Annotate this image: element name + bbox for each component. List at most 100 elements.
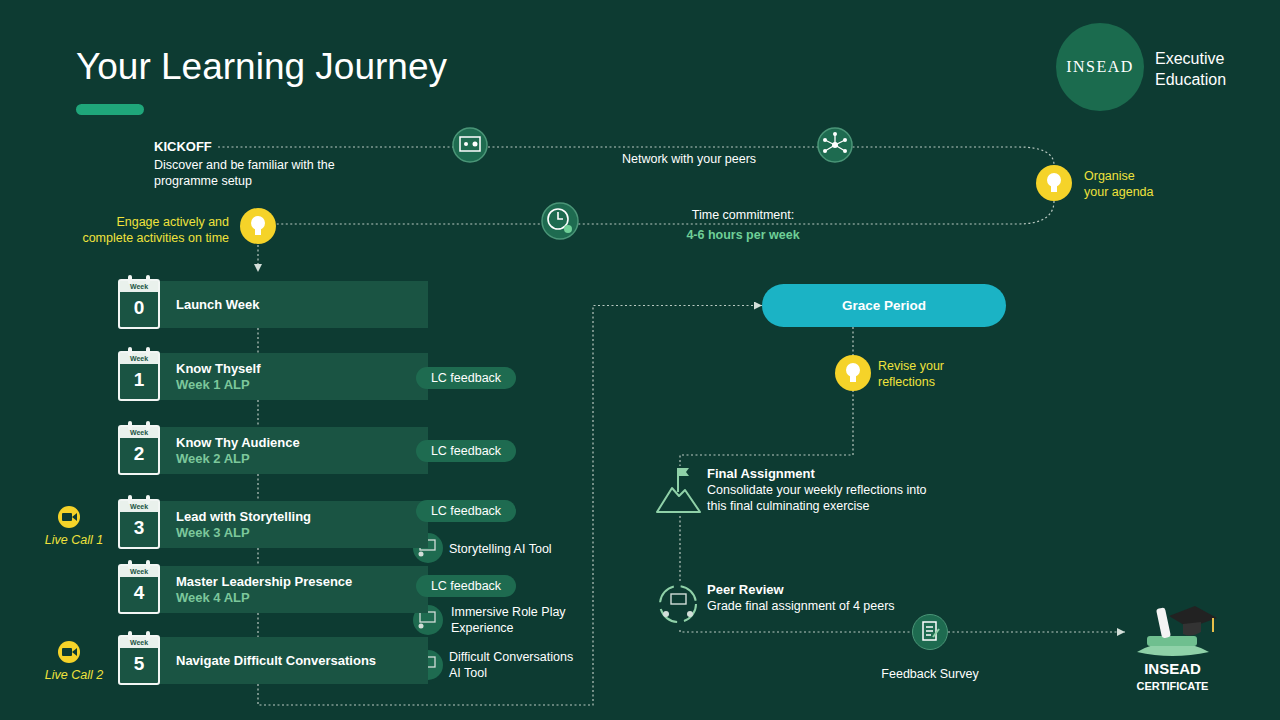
feedback-pill: LC feedback [416,440,516,462]
cycle-ring [660,586,696,622]
flag [678,468,689,476]
tassel [1212,618,1214,632]
week-number: 2 [120,438,158,469]
week-title: Know Thyself [176,361,424,377]
book [1147,636,1197,646]
journey-path [276,201,1054,224]
calendar-ring [128,495,132,504]
week-text: Launch Week [176,281,424,328]
title-underline [76,104,144,115]
task-text: Final AssignmentConsolidate your weekly … [707,466,939,514]
task-step: Peer ReviewGrade final assignment of 4 p… [654,582,914,630]
grad-cap [1183,622,1201,636]
clock-icon [548,209,568,229]
week-band: Know ThyselfWeek 1 ALP Week1 [118,353,428,400]
brand-text: Executive Education [1155,48,1250,90]
feedback-pill: LC feedback [416,500,516,522]
clipboard-lines [926,627,933,635]
certificate-brand: INSEAD [1125,660,1220,678]
calendar-ring [146,560,150,569]
task-body: Grade final assignment of 4 peers [707,598,939,614]
logo-text: INSEAD [1066,58,1134,76]
week-calendar: Week5 [118,635,160,685]
week-code: Week 1 ALP [176,377,424,393]
calendar-ring [128,347,132,356]
week-number: 1 [120,364,158,395]
week-title: Navigate Difficult Conversations [176,653,424,669]
pill-text: LC feedback [431,444,501,458]
certificate-text: INSEADCERTIFICATE [1125,660,1220,694]
dotted-connector [257,474,258,501]
page-title: Your Learning Journey [76,44,447,90]
week-code: Week 3 ALP [176,525,424,541]
week-number: 4 [120,577,158,608]
calendar-header: Week [120,281,158,292]
calendar-ring [128,631,132,640]
task-body: Consolidate your weekly reflections into… [707,482,939,514]
video-icon [62,648,72,656]
bulb-icon [850,376,856,382]
dotted-connector [948,631,1125,632]
survey-icon [913,615,946,648]
task-text: Peer ReviewGrade final assignment of 4 p… [707,582,939,614]
calendar-ring [146,421,150,430]
feedback-pill: LC feedback [416,367,516,389]
tool-icon [420,612,435,622]
tool-name: Immersive Role Play Experience [451,604,586,636]
tool-icon [419,552,424,557]
tip-note: Engage actively and complete activities … [74,214,229,246]
week-calendar: Week1 [118,351,160,401]
grace-text: Grace Period [842,298,926,313]
calendar-ring [128,560,132,569]
bulb-icon [835,355,871,391]
time-value: 4-6 hours per week [663,227,823,243]
pill-text: LC feedback [431,504,501,518]
board [671,594,686,604]
mountain-icon [654,466,702,514]
dotted-connector [257,548,258,566]
week-calendar: Week3 [118,499,160,549]
peer-icon [655,582,703,628]
calendar-ring [128,275,132,284]
feedback-pill: LC feedback [416,575,516,597]
calendar-header: Week [120,501,158,512]
video-icon [58,641,80,663]
network-icon [823,138,827,142]
week-number: 5 [120,648,158,679]
task-heading: Peer Review [707,582,939,598]
time-heading: Time commitment: [663,207,823,223]
clipboard [923,622,936,640]
week-title: Launch Week [176,297,424,313]
week-calendar: Week2 [118,425,160,475]
calendar-header: Week [120,566,158,577]
bulb-icon [251,216,265,230]
network-icon [832,142,838,148]
week-band: Navigate Difficult Conversations Week5 [118,637,428,684]
week-band: Know Thy AudienceWeek 2 ALP Week2 [118,427,428,474]
survey-circle: Feedback Survey [912,614,948,650]
kickoff-icon [464,142,468,146]
week-title: Know Thy Audience [176,435,424,451]
kickoff-icon [473,142,478,147]
dotted-connector [679,516,680,582]
week-title: Lead with Storytelling [176,509,424,525]
calendar-ring [146,495,150,504]
task-heading: Final Assignment [707,466,939,482]
grace-pill: Grace Period [762,284,1006,327]
calendar-ring [146,275,150,284]
certificate-badge: INSEADCERTIFICATE [1125,598,1220,698]
video-icon [72,648,77,656]
dotted-connector [680,630,912,632]
network-icon [823,149,827,153]
network-icon [843,149,847,153]
tool-icon [419,624,424,629]
pill-text: LC feedback [431,579,501,593]
bulb-icon [1051,186,1057,192]
week-number: 0 [120,292,158,323]
week-code: Week 2 ALP [176,451,424,467]
live-call: Live Call 1 [29,532,119,548]
calendar-header: Week [120,637,158,648]
tip-note: Organise your agenda [1084,168,1159,200]
network-icon [825,134,845,151]
